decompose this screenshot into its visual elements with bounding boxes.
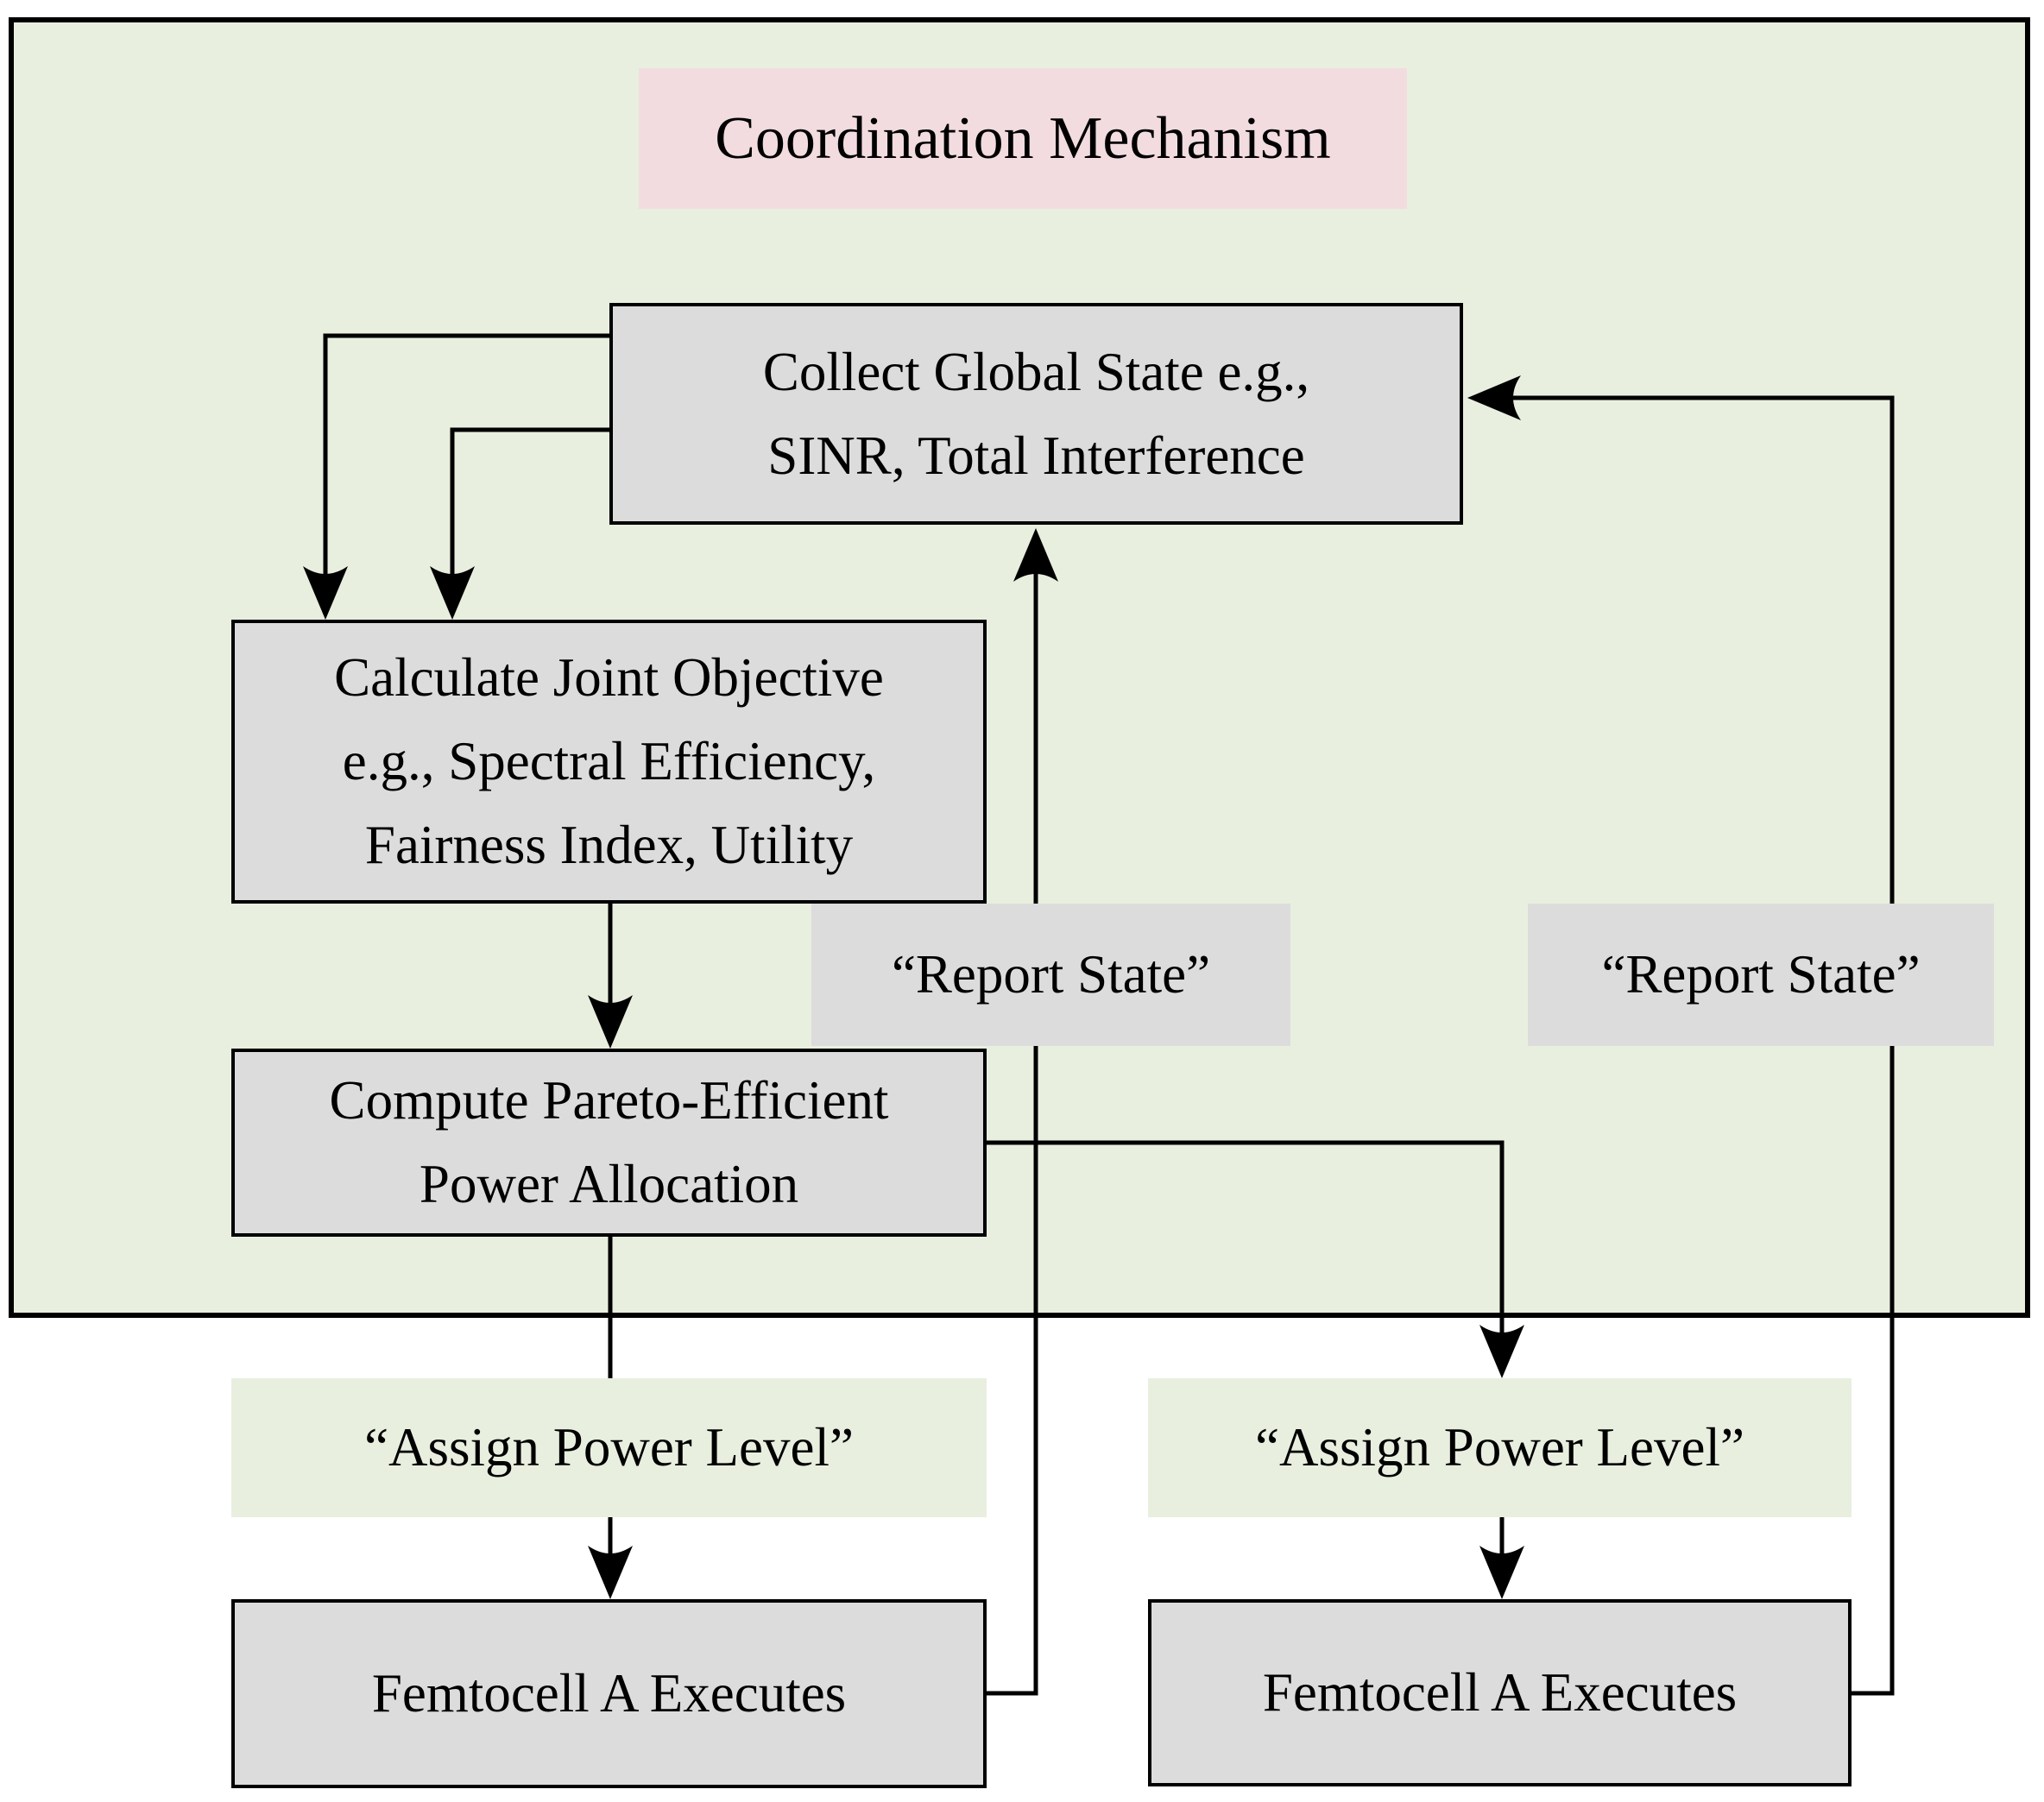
arrowhead-up-collect-bottom [1013,528,1058,582]
connector-collect-to-calculate-2 [450,427,609,583]
label-text: “Assign Power Level” [1255,1417,1744,1478]
node-collect-global-state: Collect Global State e.g., SINR, Total I… [609,303,1463,525]
node-femtocell-left: Femtocell A Executes [231,1599,987,1788]
arrowhead-down-femtocell-right [1479,1546,1524,1599]
label-report-state-left: “Report State” [811,904,1290,1046]
arrowhead-down-calculate-1 [303,566,348,620]
node-text-line: Compute Pareto-Efficient [329,1070,889,1131]
connector-collect-to-calculate-1 [323,333,609,583]
node-text-line: Femtocell A Executes [371,1663,847,1723]
arrowhead-down-calculate-2 [430,566,475,620]
node-text-line: Femtocell A Executes [1262,1662,1738,1723]
label-report-state-right: “Report State” [1528,904,1994,1046]
label-text: “Report State” [891,944,1211,1005]
diagram-title-text: Coordination Mechanism [715,104,1331,172]
node-compute-pareto-power: Compute Pareto-Efficient Power Allocatio… [231,1049,987,1237]
node-text-line: Calculate Joint Objective [334,647,884,708]
label-assign-power-level-right: “Assign Power Level” [1148,1378,1852,1517]
label-text: “Report State” [1601,944,1921,1005]
label-text: “Assign Power Level” [364,1417,854,1478]
label-assign-power-level-left: “Assign Power Level” [231,1378,987,1517]
arrowhead-down-femtocell-left [588,1546,633,1599]
node-text-line: Fairness Index, Utility [364,815,854,875]
node-femtocell-right: Femtocell A Executes [1148,1599,1852,1786]
node-calculate-joint-objective: Calculate Joint Objective e.g., Spectral… [231,620,987,904]
arrowhead-down-assign-right [1479,1325,1524,1378]
arrowhead-left-collect-right [1467,375,1521,420]
connector-femtocell-left-report [987,564,1038,1696]
node-text-line: Collect Global State e.g., [762,341,1310,402]
node-text-line: Power Allocation [419,1154,799,1214]
arrowhead-down-compute [588,995,633,1049]
node-text-line: SINR, Total Interference [767,425,1305,486]
diagram-title: Coordination Mechanism [639,68,1407,209]
connector-compute-to-assign-right [987,1140,1505,1342]
node-text-line: e.g., Spectral Efficiency, [342,731,876,791]
